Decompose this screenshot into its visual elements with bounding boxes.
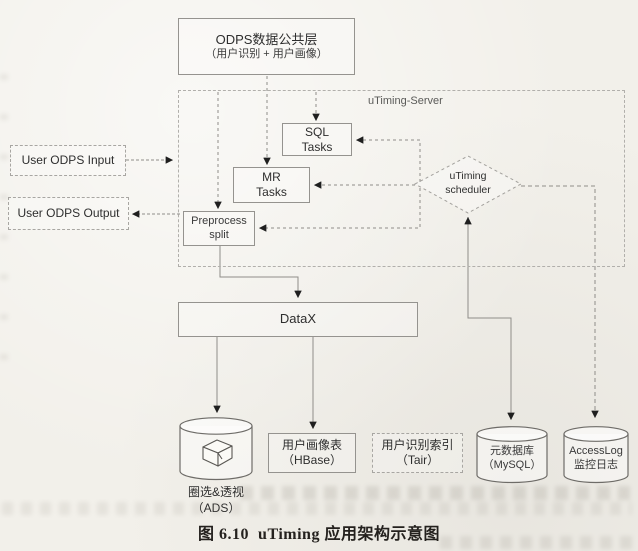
sql-tasks-box: SQL Tasks [282, 123, 352, 156]
preprocess-line1: Preprocess [191, 214, 247, 227]
scan-artifact [240, 486, 630, 500]
mr-tasks-line2: Tasks [256, 185, 287, 199]
mr-tasks-line1: MR [262, 170, 281, 184]
odps-title: ODPS数据公共层 [215, 31, 318, 47]
cylinder-shape [563, 426, 629, 484]
ads-line1: 圈选&透视 [187, 485, 244, 499]
mysql-cylinder: 元数据库 （MySQL） [476, 426, 548, 484]
accesslog-line2: 监控日志 [574, 459, 618, 472]
tair-box: 用户识别索引 （Tair） [372, 433, 463, 473]
mysql-line1: 元数据库 [490, 445, 534, 457]
odps-public-layer-box: ODPS数据公共层 （用户识别 + 用户画像） [178, 18, 355, 75]
scan-artifact [440, 536, 636, 549]
preprocess-split-box: Preprocess split [183, 211, 255, 246]
scan-artifact [2, 502, 632, 515]
odps-subtitle: （用户识别 + 用户画像） [205, 47, 328, 60]
ads-label: 圈选&透视 （ADS） [161, 485, 271, 516]
user-odps-output-box: User ODPS Output [8, 197, 129, 230]
accesslog-line1: AccessLog [569, 445, 623, 457]
figure-caption-number: 图 6.10 [198, 526, 250, 543]
utiming-scheduler-diamond: uTiming scheduler [413, 154, 523, 216]
ads-cylinder [179, 417, 253, 481]
figure-caption: 图 6.10 uTiming 应用架构示意图 [198, 520, 440, 544]
mysql-line2: （MySQL） [482, 459, 542, 472]
user-odps-input-label: User ODPS Input [21, 153, 115, 167]
datax-box: DataX [178, 302, 418, 337]
datax-label: DataX [279, 311, 317, 327]
ads-line2: （ADS） [191, 500, 241, 515]
scheduler-line2: scheduler [445, 183, 491, 196]
utiming-server-group [178, 90, 625, 267]
tair-line1: 用户识别索引 [381, 438, 454, 452]
scan-artifact [0, 60, 8, 360]
hbase-line1: 用户画像表 [281, 438, 342, 452]
cube-icon [202, 439, 233, 467]
mr-tasks-box: MR Tasks [233, 167, 310, 203]
cylinder-shape [476, 426, 548, 484]
user-odps-output-label: User ODPS Output [17, 206, 120, 220]
accesslog-cylinder: AccessLog 监控日志 [563, 426, 629, 484]
user-odps-input-box: User ODPS Input [10, 145, 126, 176]
hbase-line2: （HBase） [281, 453, 343, 467]
figure-caption-title: uTiming 应用架构示意图 [258, 526, 440, 543]
sql-tasks-line2: Tasks [301, 139, 333, 154]
preprocess-line2: split [209, 228, 229, 241]
scheduler-line1: uTiming [449, 170, 487, 182]
sql-tasks-line1: SQL [304, 124, 329, 139]
utiming-server-label: uTiming-Server [368, 95, 443, 107]
diamond-shape [413, 155, 523, 214]
tair-line2: （Tair） [395, 453, 440, 467]
hbase-box: 用户画像表 （HBase） [268, 433, 356, 473]
